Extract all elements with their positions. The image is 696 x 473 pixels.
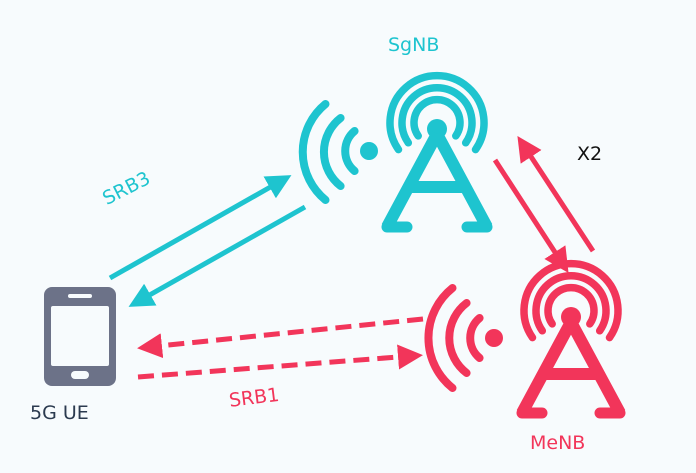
srb1-uplink-arrow: [137, 344, 423, 380]
srb3-uplink-arrow: [108, 175, 292, 281]
menb-label: MeNB: [530, 432, 586, 454]
ue-smartphone-icon: [44, 287, 116, 386]
sgnb-label: SgNB: [388, 34, 440, 56]
srb3-downlink-arrow: [128, 204, 307, 307]
menb-signal-waves-icon: [424, 284, 503, 392]
srb1-downlink-arrow: [137, 316, 424, 359]
x2-label: X2: [577, 143, 603, 165]
sgnb-signal-waves-icon: [298, 100, 378, 204]
x2-down-arrow: [492, 158, 569, 274]
sgnb-tower-icon: [381, 71, 493, 233]
menb-tower-icon: [516, 259, 626, 419]
x2-up-arrow: [517, 135, 596, 253]
ue-label: 5G UE: [30, 402, 89, 424]
